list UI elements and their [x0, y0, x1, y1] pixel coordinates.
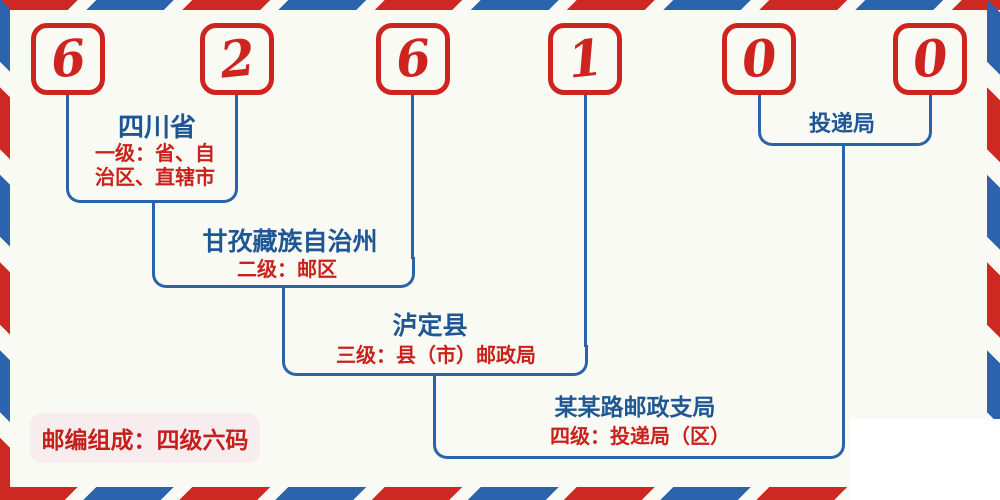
postal-code-composition-badge: 邮编组成：四级六码: [30, 413, 260, 463]
level2-description: 二级：邮区: [237, 257, 337, 281]
digit-5: 0: [738, 27, 780, 90]
digit-1: 6: [47, 27, 89, 90]
connector-line-box1: [66, 95, 69, 174]
connector-line-box6: [929, 95, 932, 117]
level1-region-label: 四川省: [117, 113, 196, 143]
bracket-level4: [433, 428, 845, 459]
stem-level2-to-level3: [282, 286, 285, 347]
level1-description: 一级：省、自 治区、直辖市: [55, 141, 255, 189]
digit-box-3: 6: [376, 23, 450, 95]
digit-box-5: 0: [722, 23, 796, 95]
connector-line-box4: [584, 95, 587, 347]
stem-delivery-to-level4: [842, 144, 845, 430]
delivery-office-label: 投递局: [808, 111, 875, 137]
digit-2: 2: [216, 27, 258, 90]
airmail-stripes-top: [0, 0, 1000, 10]
level4-region-label: 某某路邮政支局: [554, 394, 716, 421]
connector-line-box5: [758, 95, 761, 117]
level1-description-line1: 一级：省、自: [95, 141, 215, 165]
stem-level1-to-level2: [152, 201, 155, 259]
stem-level3-to-level4: [433, 374, 436, 430]
airmail-stripes-bottom: [0, 487, 1000, 500]
level1-description-line2: 治区、直辖市: [95, 165, 215, 189]
level3-region-label: 泸定县: [392, 311, 468, 340]
badge-text: 邮编组成：四级六码: [41, 427, 249, 454]
airmail-stripes-right: [987, 0, 1000, 500]
level3-description: 三级：县（市）邮政局: [336, 343, 536, 367]
digit-box-6: 0: [893, 23, 967, 95]
connector-line-box3: [411, 95, 414, 259]
digit-3: 6: [392, 27, 434, 90]
corner-white-patch: [850, 419, 1000, 500]
level4-description: 四级：投递局（区）: [550, 424, 730, 448]
digit-box-4: 1: [548, 23, 622, 95]
bracket-delivery-office: [758, 115, 932, 146]
digit-4: 1: [564, 27, 606, 90]
connector-line-box2: [235, 95, 238, 174]
digit-box-2: 2: [200, 23, 274, 95]
airmail-stripes-left: [0, 0, 10, 500]
digit-6: 0: [909, 27, 951, 90]
digit-box-1: 6: [31, 23, 105, 95]
level2-region-label: 甘孜藏族自治州: [202, 227, 378, 256]
